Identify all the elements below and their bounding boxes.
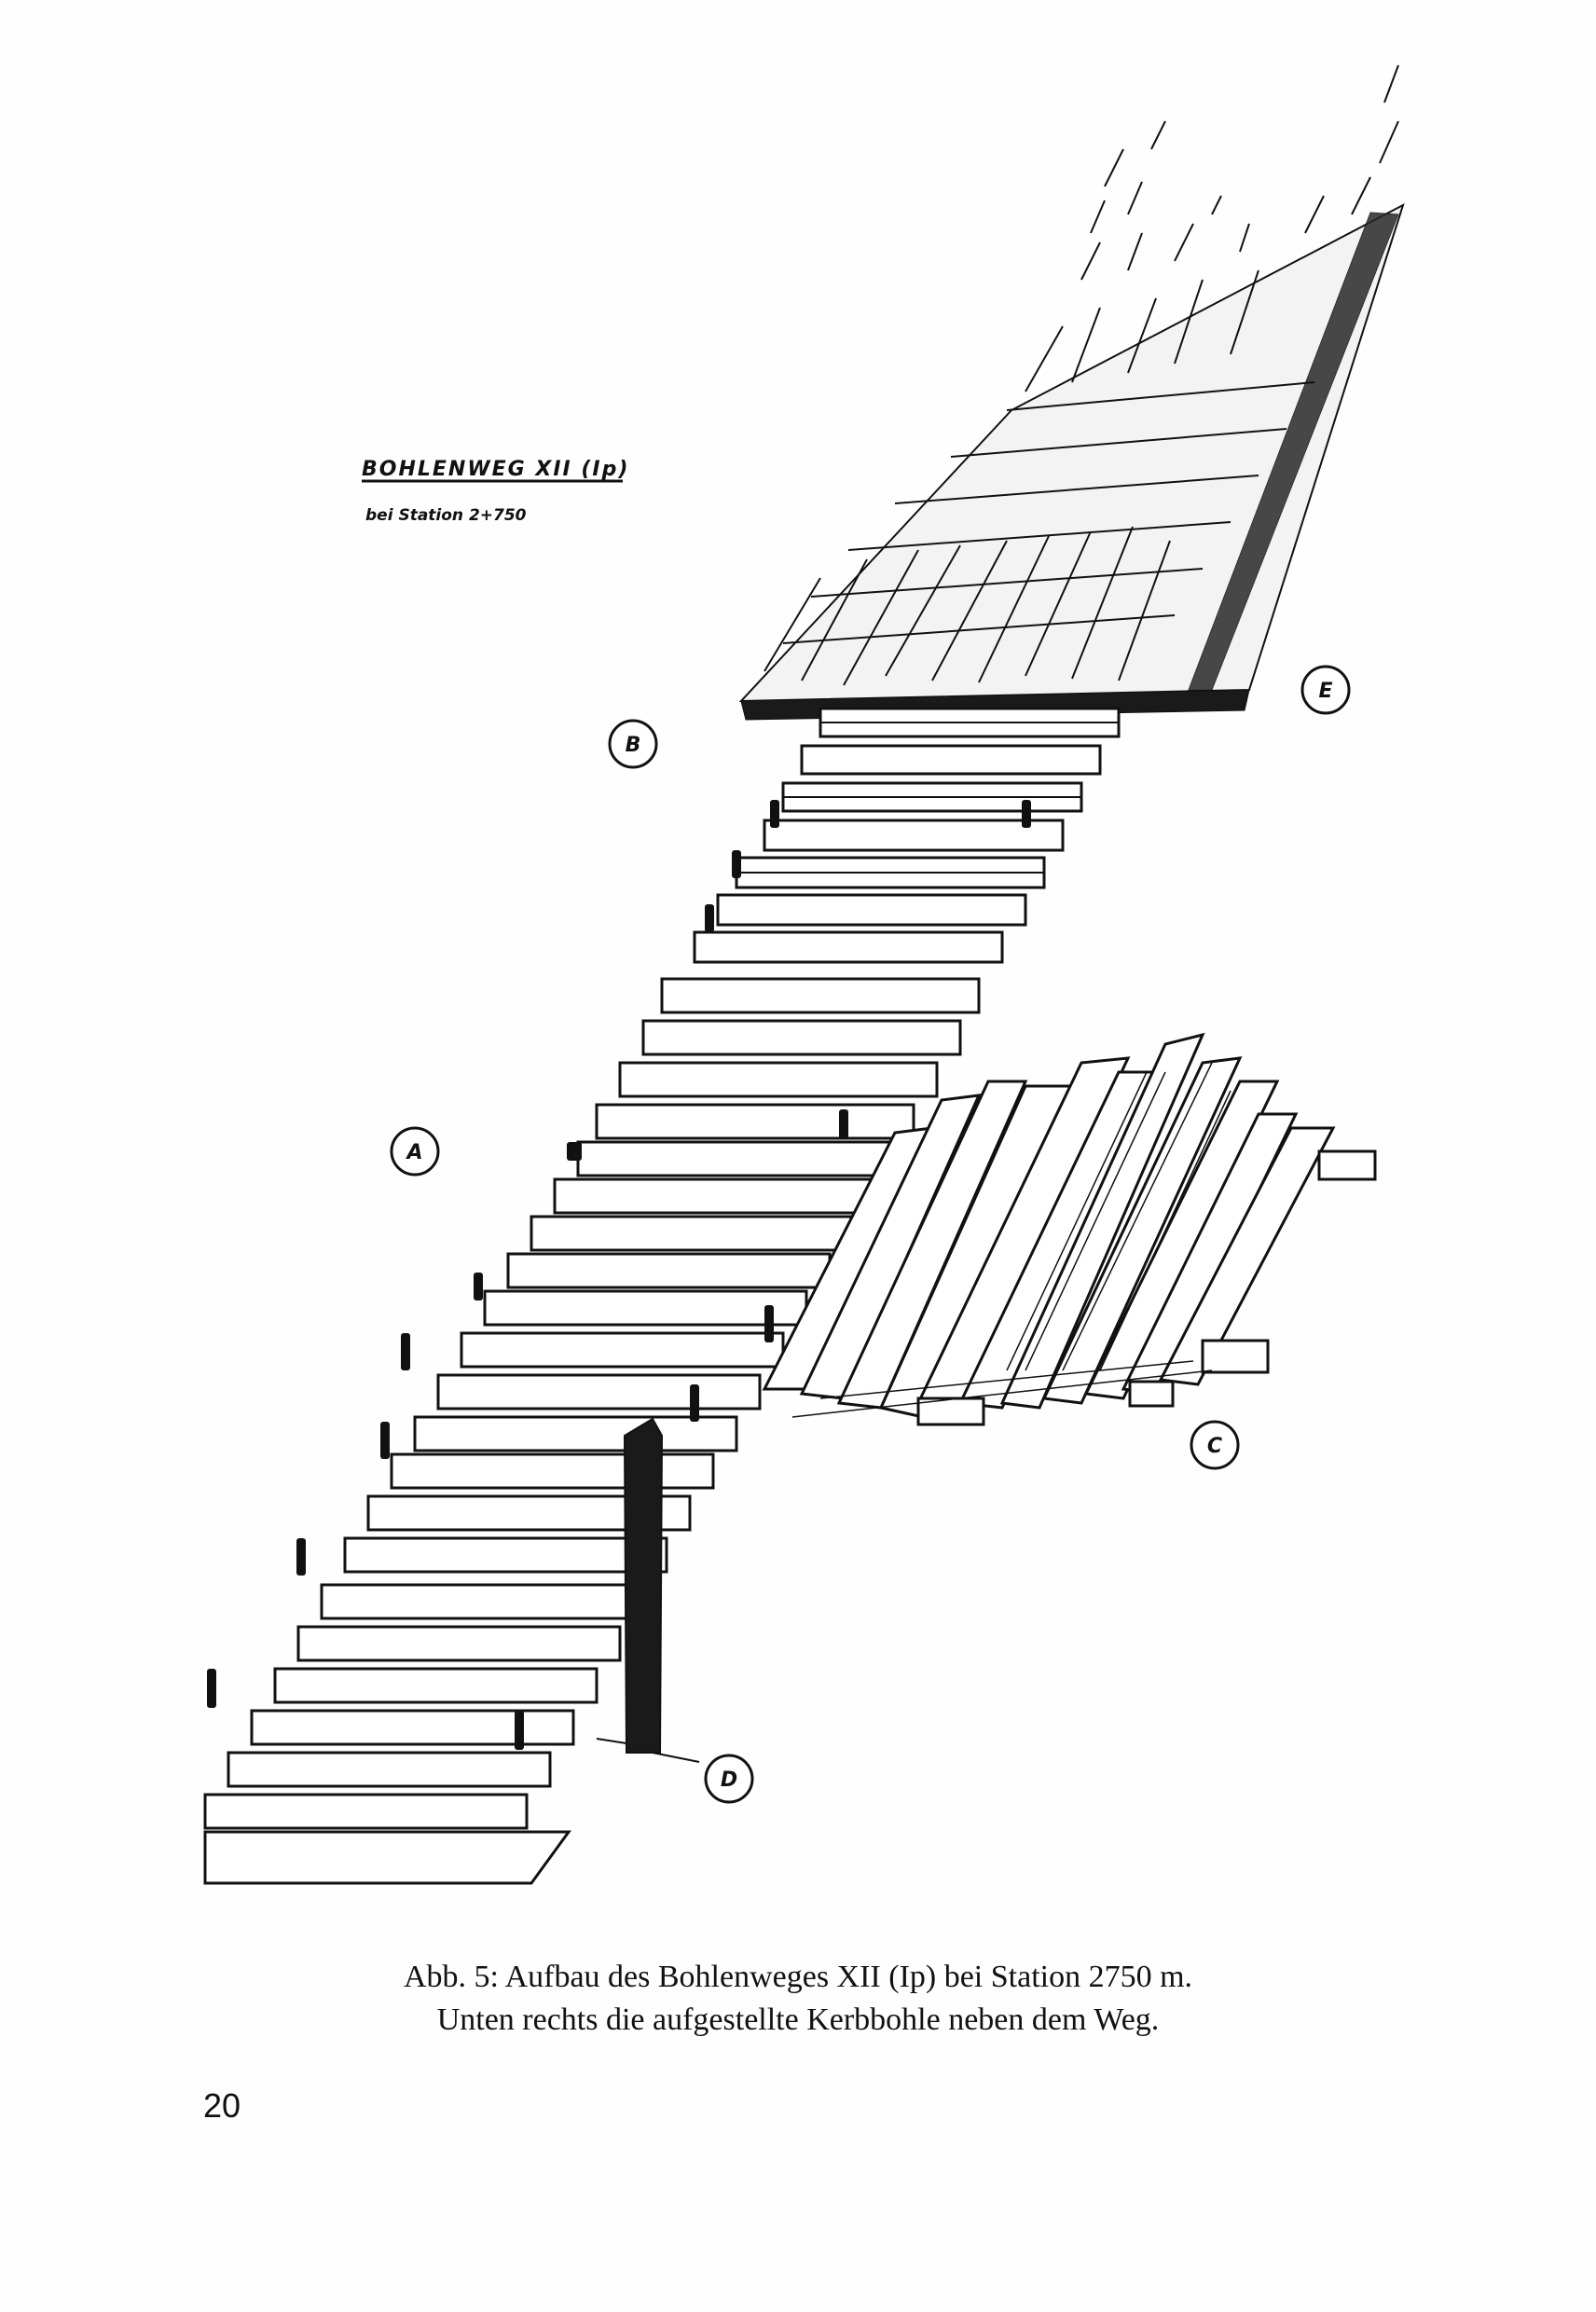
label-b: B bbox=[608, 719, 658, 769]
wooden-pegs bbox=[207, 800, 1031, 1750]
lateral-plank-shading bbox=[791, 1062, 1231, 1418]
caption-line-2: Unten rechts die aufgestellte Kerbbohle … bbox=[436, 2002, 1160, 2037]
label-c-text: C bbox=[1207, 1435, 1222, 1458]
trackway-illustration: BOHLENWEG XII (Ip) bei Station 2+750 bbox=[203, 64, 1405, 1885]
plank-gaps bbox=[736, 722, 1119, 874]
figure-subtitle: bei Station 2+750 bbox=[365, 506, 527, 525]
lateral-planks bbox=[762, 1032, 1377, 1426]
label-e-text: E bbox=[1318, 680, 1332, 703]
label-b-text: B bbox=[626, 734, 641, 757]
upright-notched-plank bbox=[596, 1417, 700, 1763]
figure-caption: Abb. 5: Aufbau des Bohlenweges XII (Ip) … bbox=[0, 1956, 1596, 2042]
label-d: D bbox=[704, 1754, 754, 1804]
figure-title: BOHLENWEG XII (Ip) bbox=[362, 458, 629, 481]
label-a-text: A bbox=[405, 1141, 422, 1164]
label-a: A bbox=[390, 1126, 440, 1177]
label-e: E bbox=[1300, 665, 1351, 715]
upper-surface-layer bbox=[738, 64, 1405, 721]
caption-line-1: Abb. 5: Aufbau des Bohlenweges XII (Ip) … bbox=[403, 1960, 1193, 1994]
label-c: C bbox=[1190, 1420, 1240, 1470]
label-d-text: D bbox=[721, 1768, 737, 1792]
page-number: 20 bbox=[203, 2086, 241, 2125]
